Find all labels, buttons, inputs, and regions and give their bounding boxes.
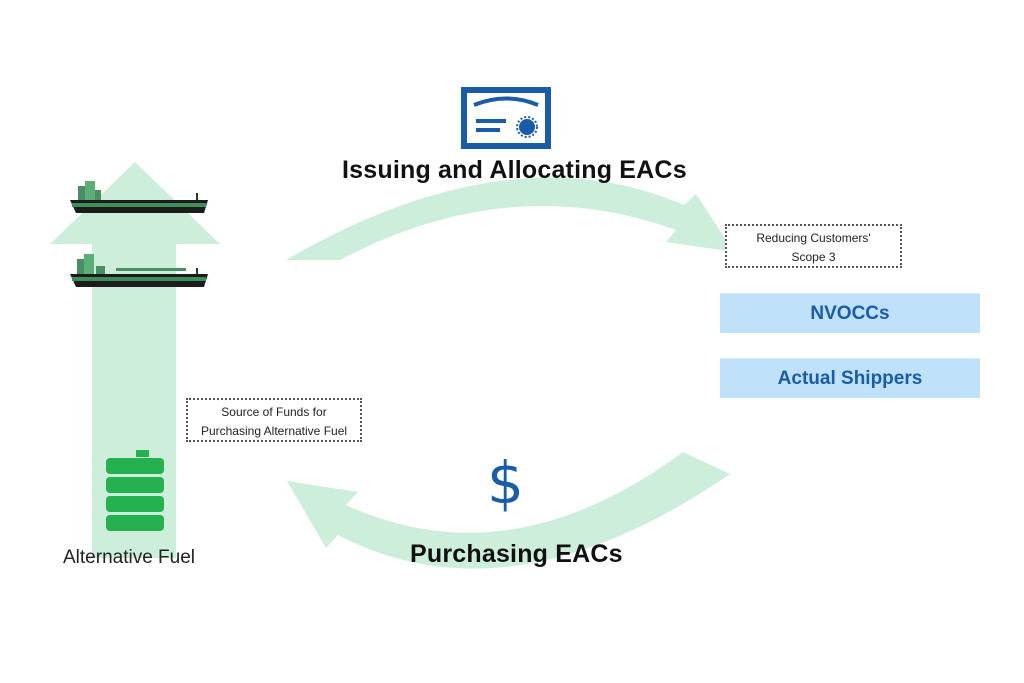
funds-note-line2: Purchasing Alternative Fuel bbox=[200, 424, 348, 438]
recipient-nvoccs: NVOCCs bbox=[720, 293, 980, 333]
funds-note-line1: Source of Funds for bbox=[221, 405, 327, 419]
alternative-fuel-label: Alternative Fuel bbox=[63, 547, 196, 568]
issuing-eacs-title: Issuing and Allocating EACs bbox=[342, 156, 687, 184]
scope3-note-line1: Reducing Customers' bbox=[756, 231, 871, 245]
fuel-barrel-icon bbox=[106, 450, 164, 531]
bottom-curved-arrow bbox=[287, 452, 730, 569]
top-curved-arrow bbox=[286, 177, 734, 260]
purchasing-eacs-title: Purchasing EACs bbox=[410, 540, 623, 568]
certificate-icon bbox=[461, 87, 551, 149]
ship-icon bbox=[70, 181, 208, 213]
scope3-note: Reducing Customers' Scope 3 bbox=[725, 224, 902, 268]
ship-icon bbox=[70, 254, 208, 287]
scope3-note-line2: Scope 3 bbox=[791, 250, 836, 264]
recipient-actual-shippers: Actual Shippers bbox=[720, 358, 980, 398]
dollar-icon: $ bbox=[487, 449, 524, 517]
funds-source-note: Source of Funds for Purchasing Alternati… bbox=[186, 398, 362, 442]
